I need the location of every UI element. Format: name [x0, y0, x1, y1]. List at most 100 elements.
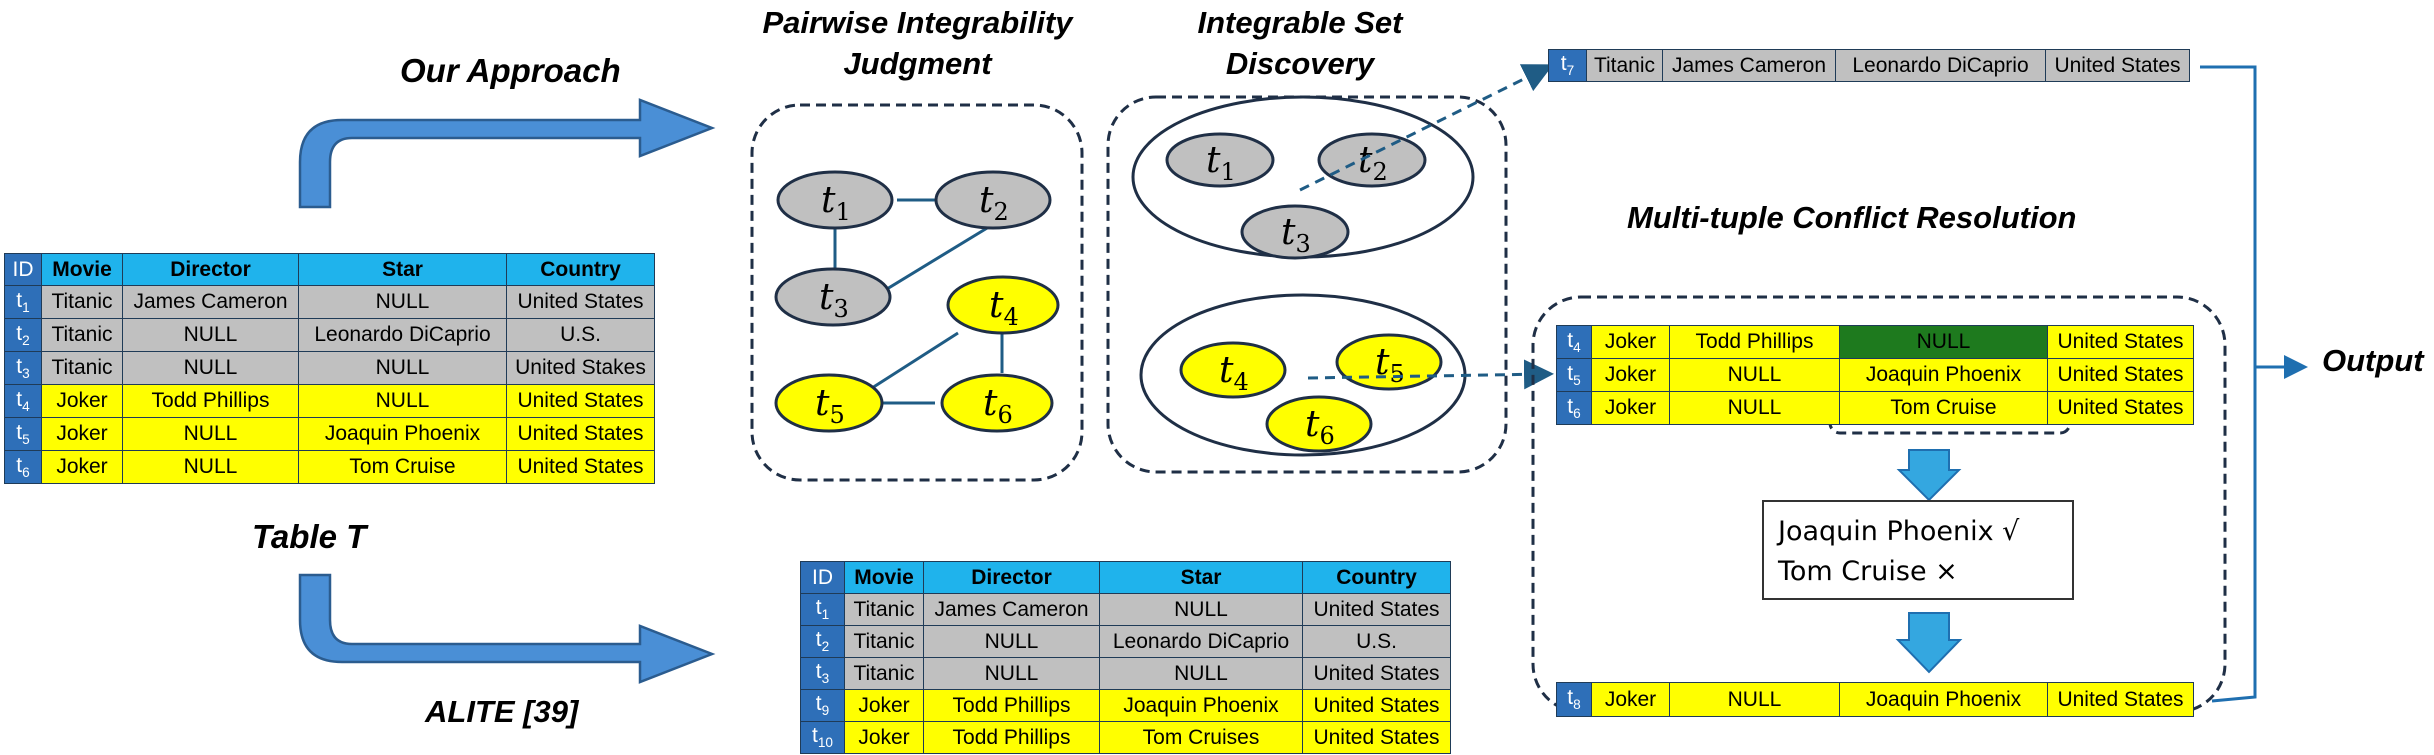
set-node-t6: t6 — [1265, 395, 1373, 453]
resolution-line-2: Tom Cruise × — [1778, 556, 1958, 587]
table-cell: NULL — [923, 625, 1100, 658]
column-header: ID — [800, 561, 845, 594]
column-header: Director — [122, 253, 299, 286]
table-cell: United States — [506, 417, 655, 451]
row-id: t6 — [4, 450, 42, 484]
set-node-t4: t4 — [1179, 341, 1287, 399]
our-approach-arrow — [298, 98, 716, 209]
node-label: t2 — [1358, 140, 1388, 186]
row-id: t2 — [4, 318, 42, 352]
label-table-t: Table T — [252, 518, 367, 555]
row-id: t8 — [1556, 682, 1592, 717]
table-cell: Titanic — [41, 351, 123, 385]
row-id: t1 — [4, 285, 42, 319]
column-header: ID — [4, 253, 42, 286]
table-cell: United Stakes — [506, 351, 655, 385]
table-cell: Joaquin Phoenix — [1839, 682, 2048, 717]
column-header: Movie — [844, 561, 924, 594]
table-cell: Tom Cruise — [298, 450, 507, 484]
node-label: t1 — [821, 180, 851, 226]
column-header: Movie — [41, 253, 123, 286]
node-label: t5 — [815, 383, 845, 429]
table-cell: James Cameron — [122, 285, 299, 319]
table-cell: Joker — [844, 721, 924, 754]
column-header: Director — [923, 561, 1100, 594]
row-id: t4 — [4, 384, 42, 418]
table-cell: NULL — [298, 384, 507, 418]
table-cell: United States — [2047, 358, 2194, 392]
table-cell: Joker — [41, 384, 123, 418]
table-cell: NULL — [1099, 593, 1303, 626]
table-cell: U.S. — [1302, 625, 1451, 658]
table-cell: United States — [2047, 682, 2194, 717]
pairwise-box — [750, 103, 1084, 482]
output-connector — [2200, 65, 2257, 703]
label-multi: Multi-tuple Conflict Resolution — [1627, 200, 2077, 235]
table-cell: NULL — [1669, 391, 1840, 425]
table-cell: NULL — [1839, 325, 2048, 359]
table-cell: Todd Phillips — [923, 689, 1100, 722]
table-cell: United States — [1302, 689, 1451, 722]
graph-node-t6: t6 — [940, 373, 1054, 433]
table-cell: United States — [1302, 721, 1451, 754]
table-cell: NULL — [298, 351, 507, 385]
graph-node-t2: t2 — [934, 170, 1052, 230]
table-cell: NULL — [122, 450, 299, 484]
column-header: Star — [298, 253, 507, 286]
set-node-t3: t3 — [1240, 204, 1350, 260]
row-id: t6 — [1556, 391, 1592, 425]
row-id: t2 — [800, 625, 845, 658]
table-cell: NULL — [1669, 358, 1840, 392]
dashed-arrow-to-t7 — [1299, 64, 1554, 192]
node-label: t3 — [819, 277, 849, 323]
table-cell: Leonardo DiCaprio — [1099, 625, 1303, 658]
table-cell: Tom Cruises — [1099, 721, 1303, 754]
table-cell: NULL — [1669, 682, 1840, 717]
table-cell: United States — [506, 285, 655, 319]
set-node-t1: t1 — [1165, 132, 1275, 188]
table-cell: Joker — [1591, 682, 1670, 717]
table-cell: Leonardo DiCaprio — [298, 318, 507, 352]
table-cell: James Cameron — [1662, 49, 1836, 82]
graph-node-t5: t5 — [774, 373, 884, 433]
node-label: t1 — [1206, 140, 1236, 186]
table-cell: NULL — [122, 351, 299, 385]
label-pairwise: Pairwise Integrability Judgment — [762, 5, 1073, 81]
table-cell: James Cameron — [923, 593, 1100, 626]
table-cell: United States — [506, 384, 655, 418]
label-our-approach: Our Approach — [400, 52, 621, 89]
node-label: t6 — [1305, 404, 1335, 450]
row-id: t3 — [800, 657, 845, 690]
table-cell: Joker — [1591, 391, 1670, 425]
table-cell: United States — [1302, 593, 1451, 626]
table-cell: Joker — [1591, 325, 1670, 359]
table-cell: United States — [2047, 391, 2194, 425]
set-node-t2: t2 — [1317, 132, 1427, 188]
row-id: t5 — [4, 417, 42, 451]
graph-node-t3: t3 — [774, 267, 892, 327]
row-id: t10 — [800, 721, 845, 754]
node-label: t4 — [1219, 350, 1249, 396]
table-cell: Todd Phillips — [923, 721, 1100, 754]
row-id: t4 — [1556, 325, 1592, 359]
table-cell: Joaquin Phoenix — [298, 417, 507, 451]
graph-node-t1: t1 — [776, 170, 894, 230]
table-cell: United States — [506, 450, 655, 484]
dashed-arrow-to-conflict — [1307, 359, 1554, 390]
table-cell: Joker — [41, 450, 123, 484]
